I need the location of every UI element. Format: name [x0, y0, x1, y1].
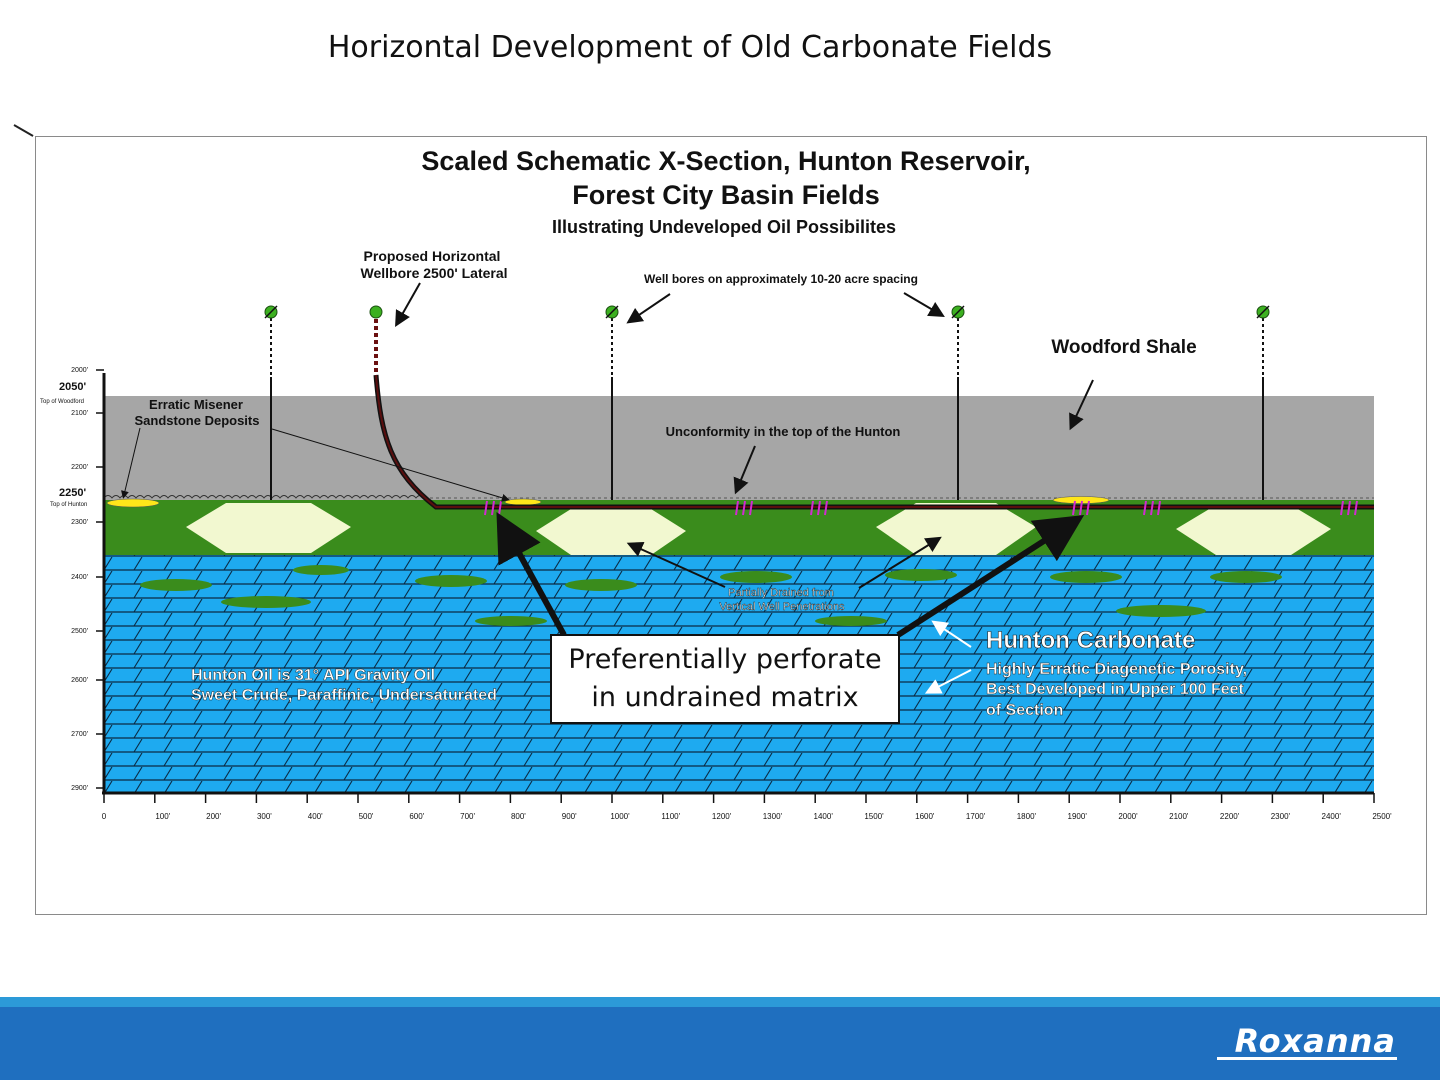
oil-desc-2: Sweet Crude, Paraffinic, Undersaturated	[191, 687, 497, 704]
porosity-pod	[1210, 571, 1282, 583]
porosity-pod	[475, 616, 547, 626]
well-spacing-label: Well bores on approximately 10-20 acre s…	[644, 272, 918, 286]
proposed-wellbore-label-1: Proposed Horizontal	[364, 248, 501, 264]
misener-sandstone-deposit	[106, 498, 160, 508]
distance-tick-label: 200'	[206, 812, 221, 821]
depth-tick-label: 2000'	[71, 367, 88, 374]
distance-tick-label: 1800'	[1017, 812, 1037, 821]
callout-line-1: Preferentially perforate	[568, 644, 882, 675]
distance-tick-label: 1600'	[915, 812, 935, 821]
drained-zone-1	[186, 503, 351, 553]
depth-tick-label: 2100'	[71, 410, 88, 417]
hunton-desc-3: of Section	[986, 702, 1063, 719]
porosity-pod	[1116, 605, 1206, 617]
distance-tick-label: 1300'	[763, 812, 783, 821]
porosity-pod	[221, 596, 311, 608]
distance-tick-label: 2400'	[1322, 812, 1342, 821]
oil-desc-1: Hunton Oil is 31° API Gravity Oil	[191, 667, 435, 684]
well-marker-icon	[369, 305, 383, 319]
distance-tick-label: 0	[102, 812, 107, 821]
depth-tick-label: 2600'	[71, 677, 88, 684]
depth-tick-label: 2500'	[71, 628, 88, 635]
hunton-desc-1: Highly Erratic Diagenetic Porosity,	[986, 661, 1247, 678]
footer-bar	[0, 1007, 1440, 1080]
callout-arrows	[496, 511, 1085, 638]
distance-tick-label: 400'	[308, 812, 323, 821]
depth-tick-label: 2300'	[71, 519, 88, 526]
unconformity-label: Unconformity in the top of the Hunton	[666, 424, 901, 439]
cross-section-svg: 2000' 2100' 2200' 2300' 2400' 2500' 2600' 2700'…	[40, 146, 1392, 821]
top-hunton-depth: 2250'	[59, 487, 86, 499]
porosity-pod	[815, 616, 887, 626]
misener-sandstone-deposit	[504, 498, 542, 506]
diagram-title-line2: Forest City Basin Fields	[572, 180, 880, 210]
distance-tick-label: 1100'	[661, 812, 680, 821]
porosity-pod	[140, 579, 212, 591]
vertical-well	[951, 305, 965, 500]
distance-tick-label: 1700'	[966, 812, 986, 821]
distance-tick-label: 2500'	[1372, 812, 1392, 821]
porosity-pod	[720, 571, 792, 583]
depth-tick-marks: 2000' 2100' 2200' 2300' 2400' 2500' 2600' 2700'…	[71, 367, 104, 792]
misener-label-2: Sandstone Deposits	[135, 413, 260, 428]
porosity-pod	[293, 565, 349, 575]
top-woodford-label: Top of Woodford	[40, 399, 84, 405]
annotation-arrows	[121, 282, 1094, 589]
logo-underline	[1217, 1057, 1397, 1060]
hunton-carbonate-label: Hunton Carbonate	[986, 627, 1195, 654]
drained-label-1: Partially Drained from	[728, 587, 834, 599]
distance-tick-label: 1200'	[712, 812, 732, 821]
porosity-pod	[885, 569, 957, 581]
drained-label-2: Vertical Well Penetrations	[719, 601, 845, 613]
distance-tick-label: 2100'	[1169, 812, 1189, 821]
woodford-shale-label: Woodford Shale	[1051, 337, 1196, 358]
porosity-pod	[565, 579, 637, 591]
roxanna-logo: Roxanna	[1234, 1022, 1396, 1060]
drained-zone-3	[876, 503, 1036, 555]
diagram-subtitle: Illustrating Undeveloped Oil Possibilite…	[552, 217, 896, 237]
distance-tick-label: 1000'	[610, 812, 630, 821]
slide-title: Horizontal Development of Old Carbonate …	[327, 30, 1053, 65]
depth-tick-label: 2200'	[71, 464, 88, 471]
porosity-pod	[1050, 571, 1122, 583]
distance-tick-label: 700'	[460, 812, 475, 821]
stray-slash-mark	[13, 124, 34, 137]
vertical-well	[605, 305, 619, 500]
cross-section-diagram: 2000' 2100' 2200' 2300' 2400' 2500' 2600' 2700'…	[35, 136, 1427, 915]
top-woodford-depth: 2050'	[59, 381, 86, 393]
depth-tick-label: 2900'	[71, 785, 88, 792]
distance-tick-label: 100'	[155, 812, 170, 821]
diagram-title-line1: Scaled Schematic X-Section, Hunton Reser…	[421, 146, 1030, 176]
distance-tick-label: 2200'	[1220, 812, 1240, 821]
hunton-desc-2: Best Developed in Upper 100 Feet	[986, 681, 1245, 698]
misener-label-1: Erratic Misener	[149, 397, 243, 412]
vertical-well	[1256, 305, 1270, 500]
distance-tick-label: 800'	[511, 812, 526, 821]
depth-tick-label: 2400'	[71, 574, 88, 581]
distance-tick-label: 1400'	[814, 812, 834, 821]
proposed-horizontal-wellbore	[369, 305, 1374, 510]
distance-tick-label: 600'	[409, 812, 424, 821]
porosity-pod	[415, 575, 487, 587]
distance-tick-label: 300'	[257, 812, 272, 821]
white-arrows	[924, 620, 972, 694]
distance-tick-label: 2000'	[1118, 812, 1138, 821]
proposed-wellbore-label-2: Wellbore 2500' Lateral	[360, 265, 507, 281]
distance-tick-label: 1500'	[864, 812, 884, 821]
footer-accent-bar	[0, 997, 1440, 1007]
callout-line-2: in undrained matrix	[591, 682, 859, 713]
unconformity-line	[103, 495, 425, 499]
distance-tick-marks: 0 100' 200' 300' 400' 500' 600' 700' 800' 900' 100…	[102, 793, 1392, 821]
drained-zone-4	[1176, 505, 1331, 555]
distance-tick-label: 500'	[359, 812, 374, 821]
distance-tick-label: 2300'	[1271, 812, 1291, 821]
depth-tick-label: 2700'	[71, 731, 88, 738]
distance-tick-label: 900'	[562, 812, 577, 821]
drained-zone-2	[536, 509, 686, 555]
perforation-marks	[484, 500, 1358, 516]
top-hunton-label: Top of Hunton	[50, 502, 87, 508]
vertical-well	[264, 305, 278, 500]
distance-tick-label: 1900'	[1068, 812, 1088, 821]
perforate-callout-box: Preferentially perforate in undrained ma…	[550, 634, 900, 724]
